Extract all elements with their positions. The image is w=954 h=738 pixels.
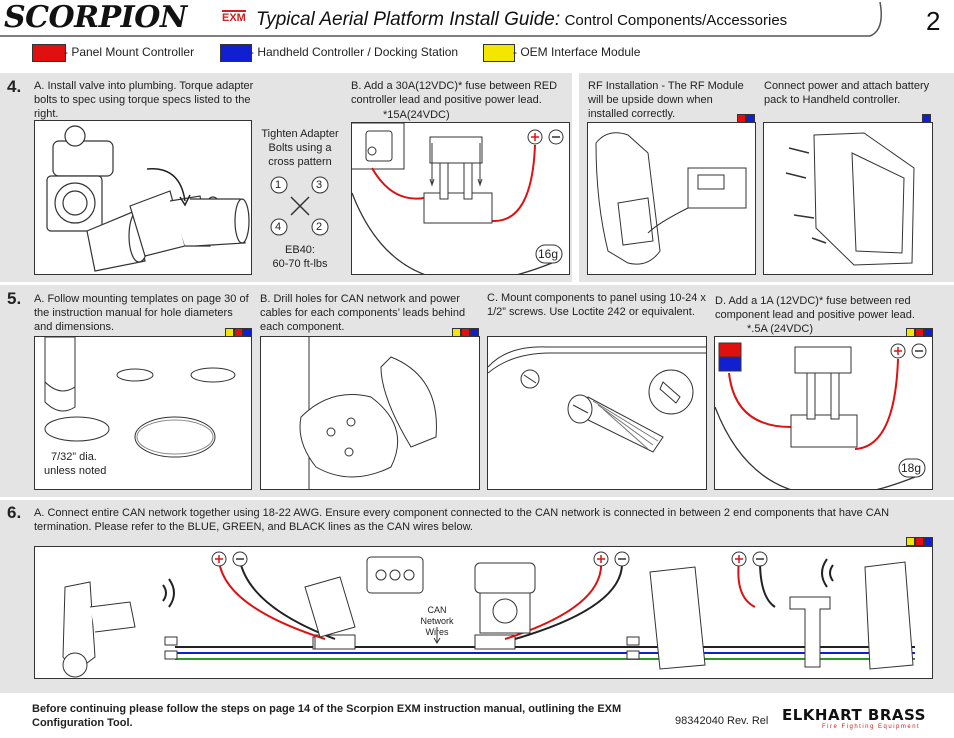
header: SCORPION EXM Typical Aerial Platform Ins… — [0, 0, 954, 40]
can-network-figure: CAN Network Wires — [34, 546, 933, 679]
step6-swatch-blue — [924, 537, 933, 546]
bolt-label-1: 1 — [275, 179, 282, 191]
step5d-caption: D. Add a 1A (12VDC)* fuse between red co… — [715, 295, 915, 321]
wire-arc — [715, 406, 916, 489]
docking-station-drawing — [864, 561, 914, 670]
page-title: Typical Aerial Platform Install Guide: C… — [256, 9, 787, 31]
legend-swatch-yellow — [483, 44, 515, 62]
monitor-nozzle-drawing — [62, 581, 136, 678]
brand-sub-logo: EXM — [222, 10, 246, 24]
step4a-caption: A. Install valve into plumbing. Torque a… — [34, 80, 254, 120]
can-label-line3: Wires — [425, 627, 449, 637]
panel-controller-drawing — [304, 556, 424, 638]
screw-mount-drawing — [488, 346, 706, 453]
eb40-label: EB40: — [285, 244, 315, 256]
step6a-caption: A. Connect entire CAN network together u… — [34, 507, 890, 533]
arrow-head — [179, 194, 191, 207]
logo-main-text: ELKHART BRASS — [782, 706, 926, 724]
step6-swatch-red — [915, 537, 924, 546]
step4a-figure — [34, 120, 252, 275]
footer-note: Before continuing please follow the step… — [32, 703, 622, 729]
rf-figure — [587, 122, 756, 275]
title-main: Typical Aerial Platform Install Guide: — [256, 9, 561, 30]
brand-logo: SCORPION — [4, 0, 187, 35]
step4b-note: *15A(24VDC) — [383, 109, 450, 121]
connector-drawing — [365, 130, 393, 162]
legend: - Panel Mount Controller - Handheld Cont… — [32, 43, 732, 63]
bolt-label-2: 2 — [316, 221, 323, 233]
page-number: 2 — [926, 6, 941, 36]
wire-gauge-18g: 18g — [901, 461, 922, 475]
red-wire-left — [728, 372, 792, 428]
cable-connector-drawing — [299, 337, 437, 489]
title-sub: Control Components/Accessories — [564, 12, 788, 29]
bolt-label-4: 4 — [275, 221, 282, 233]
adapter-drawing — [129, 190, 250, 257]
wire-gauge-16g: 16g — [538, 247, 559, 261]
can-label-line1: CAN — [427, 605, 447, 615]
logo-sub-text: Fire Fighting Equipment — [822, 724, 921, 730]
legend-label-yellow: - OEM Interface Module — [513, 45, 641, 59]
hole-dia-label: 7/32” dia. — [51, 451, 97, 463]
step5b-figure — [260, 336, 480, 490]
wireless-signal-icon — [162, 578, 175, 608]
step6-number: 6. — [7, 503, 22, 522]
can-network-diagram — [62, 551, 915, 678]
fuse-holder-drawing — [790, 346, 858, 448]
step4b-figure: 16g — [351, 122, 570, 275]
wireless-signal-icon-2 — [821, 558, 834, 588]
step5d-figure: 18g — [714, 336, 933, 490]
tighten-caption: Tighten Adapter Bolts using a cross patt… — [261, 128, 339, 168]
step5c-figure — [487, 336, 707, 490]
step5d-note: *.5A (24VDC) — [747, 323, 814, 335]
rf-module-drawing — [687, 167, 747, 209]
step5-number: 5. — [7, 289, 22, 308]
hole-dia-note: unless noted — [44, 465, 107, 477]
handheld-controller-drawing — [649, 566, 706, 670]
valve-drawing — [474, 562, 536, 634]
doc-number: 98342040 Rev. Rel — [675, 715, 769, 727]
can-label-line2: Network — [420, 616, 454, 626]
step5a-figure: 7/32” dia. unless noted — [34, 336, 252, 490]
legend-swatch-red — [32, 44, 66, 62]
can-label-arrow — [433, 627, 441, 644]
screw-icons — [785, 147, 827, 244]
elkhart-brass-logo: ELKHART BRASS Fire Fighting Equipment — [782, 706, 942, 734]
legend-label-red: - Panel Mount Controller — [64, 45, 195, 59]
red-wire-left — [371, 167, 425, 200]
step6-swatch-yellow — [906, 537, 915, 546]
wire-arc — [352, 192, 553, 274]
torque-label: 60-70 ft-lbs — [272, 258, 328, 270]
arrow-curve — [146, 168, 186, 202]
step5c-caption: C. Mount components to panel using 10-24… — [487, 292, 706, 318]
connect-figure — [763, 122, 933, 275]
step4-number: 4. — [7, 77, 22, 96]
step4b-caption: B. Add a 30A(12VDC)* fuse between RED co… — [351, 80, 558, 106]
red-wire-right — [854, 358, 899, 450]
rf-caption: RF Installation - The RF Module will be … — [588, 80, 744, 120]
mounting-template-drawing — [44, 337, 236, 458]
bolt-label-3: 3 — [316, 179, 323, 191]
step5a-caption: A. Follow mounting templates on page 30 … — [34, 293, 249, 333]
remote-handle-drawing — [789, 596, 831, 668]
legend-swatch-blue — [220, 44, 252, 62]
connect-caption: Connect power and attach battery pack to… — [764, 80, 930, 106]
legend-label-blue: - Handheld Controller / Docking Station — [250, 45, 459, 59]
valve-drawing — [46, 125, 166, 272]
battery-pack-drawing — [813, 132, 915, 266]
red-wire-right — [491, 144, 536, 223]
step5b-caption: B. Drill holes for CAN network and power… — [260, 293, 466, 333]
header-swoosh — [0, 1, 882, 37]
fuse-holder-drawing — [423, 136, 493, 224]
